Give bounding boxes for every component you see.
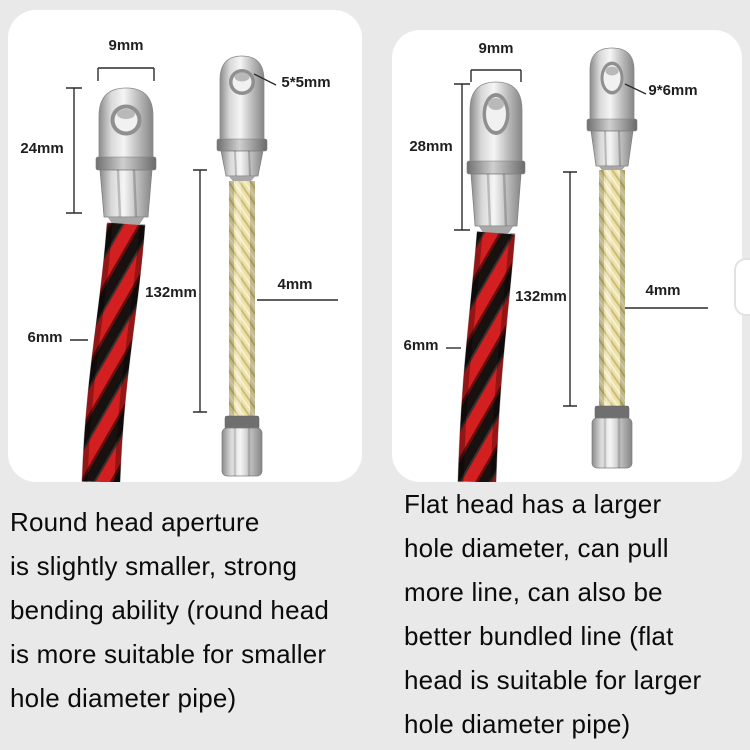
- adjacent-card-peek: [734, 258, 750, 316]
- dim-line-132mm: [193, 169, 207, 413]
- round-head-panel: 9mm 24mm 6mm 5*5mm 132mm 4mm: [8, 10, 362, 482]
- dim-label-hole-size: 5*5mm: [281, 74, 331, 91]
- hex-crimp: [99, 169, 153, 218]
- dim-label-cable-width: 6mm: [403, 337, 439, 354]
- caption-line: bending ability (round head: [10, 595, 330, 625]
- dim-label-head-height: 28mm: [409, 138, 453, 155]
- flat-head-panel: 9mm 28mm 6mm 9*6mm 132mm 4mm: [392, 30, 742, 482]
- dimension-lines: [446, 69, 708, 407]
- caption-line: hole diameter pipe): [404, 709, 631, 739]
- caption-line: is slightly smaller, strong: [10, 551, 298, 581]
- steel-cable: [229, 181, 255, 418]
- bottom-connector: [591, 405, 633, 469]
- steel-flat-head: [586, 47, 638, 173]
- caption-line: is more suitable for smaller: [10, 639, 327, 669]
- dim-line-9x6mm: [624, 83, 647, 95]
- hex-crimp: [590, 130, 634, 167]
- round-head-caption: Round head aperture is slightly smaller,…: [10, 500, 370, 720]
- twisted-cable: [457, 231, 516, 482]
- dim-label-cable-length: 132mm: [145, 284, 197, 301]
- dim-line-24mm: [66, 87, 82, 214]
- hex-crimp: [220, 150, 264, 177]
- dim-label-top-width: 9mm: [108, 37, 144, 54]
- caption-line: hole diameter pipe): [10, 683, 237, 713]
- flat-eyelet-head: [466, 81, 526, 236]
- caption-line: more line, can also be: [404, 577, 663, 607]
- dimension-lines: [66, 67, 338, 413]
- hex-crimp: [470, 173, 522, 227]
- caption-line: hole diameter, can pull: [404, 533, 669, 563]
- caption-line: Flat head has a larger: [404, 489, 662, 519]
- round-eyelet-head: [95, 87, 157, 227]
- dim-line-9mm: [97, 67, 155, 81]
- round-head-diagram: [66, 55, 338, 482]
- dim-line-132mm: [563, 171, 577, 407]
- flat-head-diagram: [446, 47, 708, 482]
- dim-label-steel-width: 4mm: [645, 282, 681, 299]
- twisted-cable: [81, 222, 146, 482]
- dim-label-steel-width: 4mm: [277, 276, 313, 293]
- dim-line-9mm: [470, 69, 522, 82]
- dim-label-cable-width: 6mm: [27, 329, 63, 346]
- flat-head-caption: Flat head has a larger hole diameter, ca…: [404, 482, 749, 746]
- dim-label-top-width: 9mm: [478, 40, 514, 57]
- caption-line: better bundled line (flat: [404, 621, 674, 651]
- caption-line: Round head aperture: [10, 507, 260, 537]
- bottom-connector: [221, 415, 263, 477]
- steel-eyelet-head: [216, 55, 268, 184]
- dim-label-head-height: 24mm: [20, 140, 64, 157]
- caption-line: head is suitable for larger: [404, 665, 702, 695]
- dim-line-28mm: [454, 83, 470, 231]
- dim-label-hole-size: 9*6mm: [648, 82, 698, 99]
- dim-label-cable-length: 132mm: [515, 288, 567, 305]
- dim-line-5x5mm: [253, 73, 277, 86]
- steel-cable: [599, 170, 625, 408]
